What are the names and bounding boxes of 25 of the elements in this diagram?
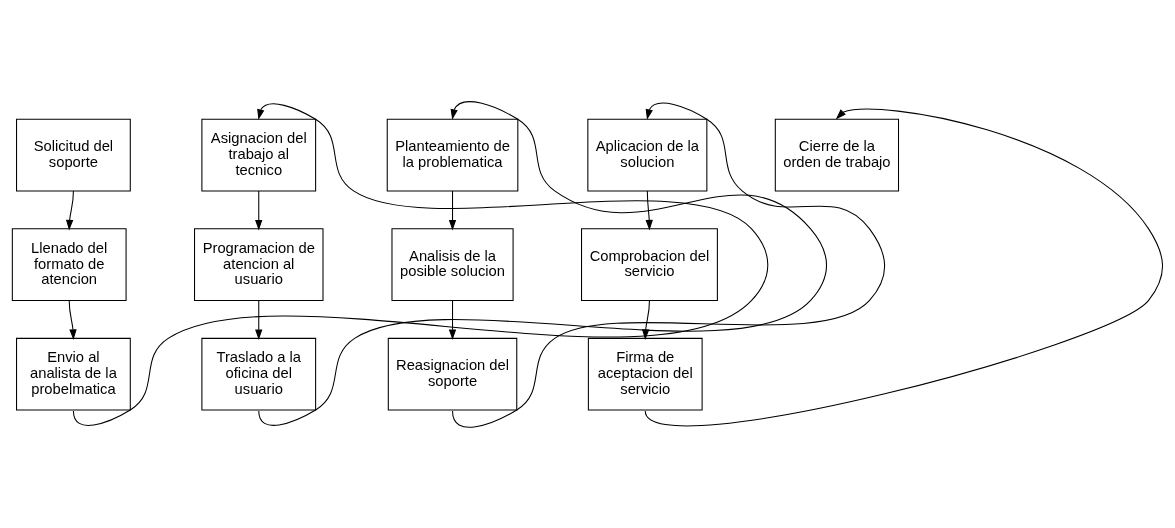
arrow: [645, 189, 653, 230]
node-box: Solicitud del soporte: [16, 118, 131, 191]
node-box: Planteamiento de la problematica: [386, 118, 519, 191]
arrow: [448, 189, 457, 230]
node-box: Comprobacion del servicio: [581, 227, 718, 301]
arrow: [65, 189, 74, 230]
arrow: [644, 108, 1164, 426]
node-box: Aplicacion de la solucion: [587, 118, 708, 191]
arrow: [255, 299, 263, 340]
node-box: Asignacion del trabajo al tecnico: [201, 118, 317, 191]
node-box: Firma de aceptacion del servicio: [587, 337, 703, 410]
node-box: Envio al analista de la probelmatica: [16, 337, 131, 410]
node-box: Cierre de la orden de trabajo: [774, 118, 900, 191]
arrow: [452, 102, 886, 428]
arrow: [255, 189, 263, 230]
node-box: Traslado a la oficina del usuario: [201, 337, 317, 410]
node-box: Programacion de atencion al usuario: [194, 227, 324, 301]
node-box: Llenado del formato de atencion: [11, 227, 127, 301]
arrow: [72, 102, 769, 426]
arrow: [258, 100, 827, 426]
arrow: [448, 299, 457, 340]
arrow: [68, 299, 77, 340]
node-box: Reasignacion del soporte: [387, 337, 518, 410]
node-box: Analisis de la posible solucion: [391, 227, 514, 301]
arrow: [642, 299, 650, 340]
